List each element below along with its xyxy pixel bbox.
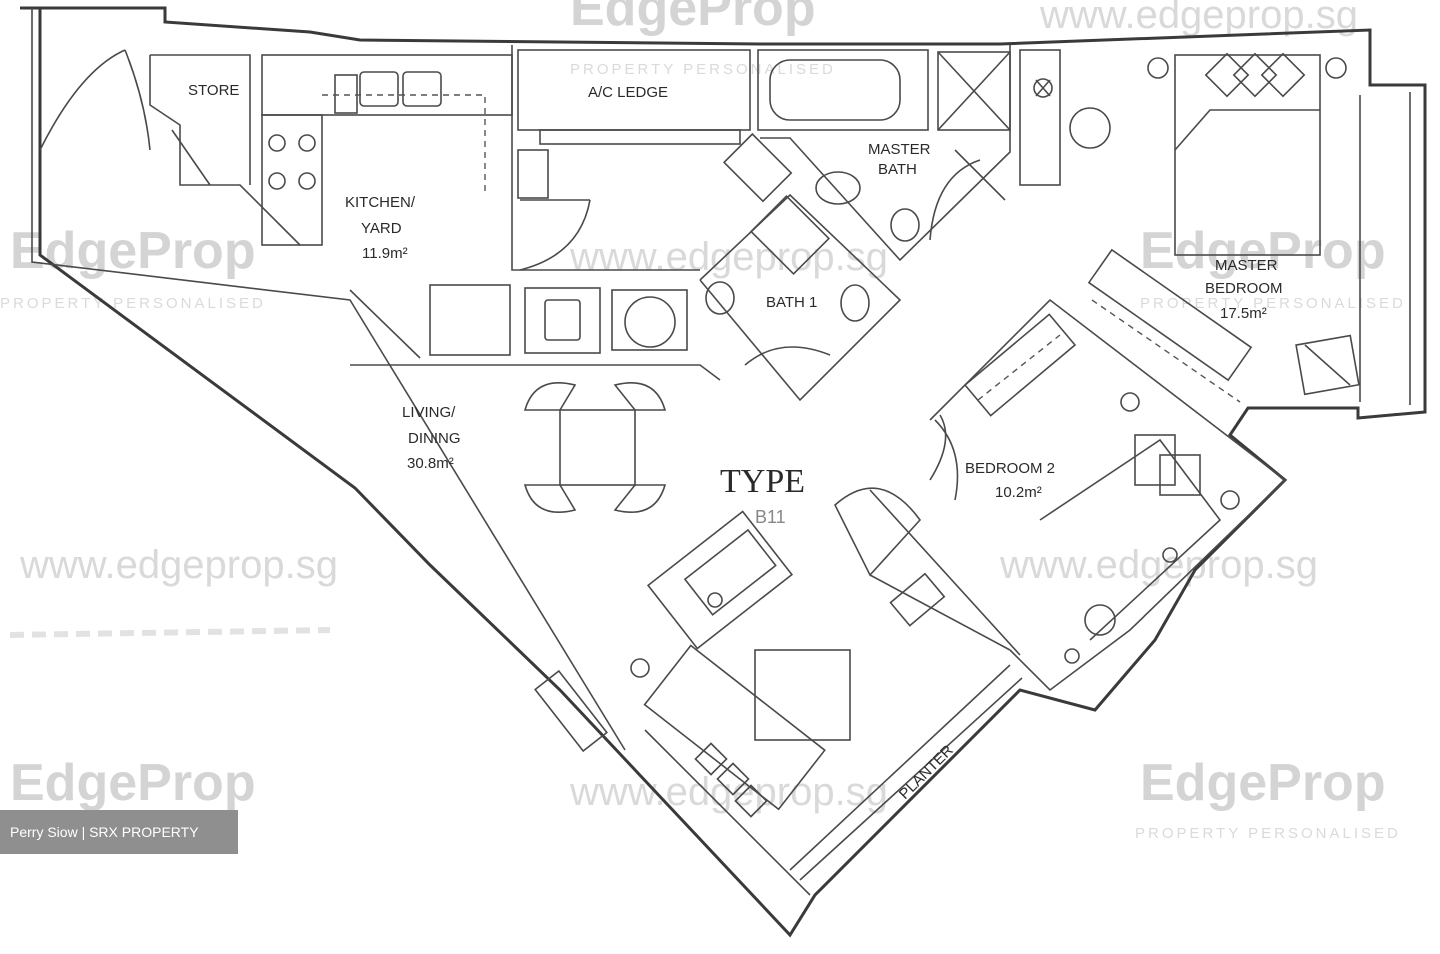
- bed-icon: [1174, 54, 1321, 256]
- watermark-tagline: PROPERTY PERSONALISED: [1140, 295, 1406, 312]
- watermarks: EdgeProp www.edgeprop.sg PROPERTY PERSON…: [0, 0, 1406, 842]
- watermark-brand: EdgeProp: [10, 222, 256, 280]
- watermark-brand: EdgeProp: [570, 0, 816, 37]
- master-bath-label-2: BATH: [878, 161, 917, 178]
- master-bath-label-1: MASTER: [868, 141, 931, 158]
- master-bedroom-label-1: MASTER: [1215, 257, 1278, 274]
- watermark-url: www.edgeprop.sg: [569, 770, 888, 814]
- kitchen-label-2: YARD: [361, 220, 402, 237]
- bedroom2-label: BEDROOM 2: [965, 460, 1055, 477]
- master-bedroom-area: 17.5m²: [1220, 305, 1267, 322]
- watermark-url: www.edgeprop.sg: [999, 543, 1318, 587]
- master-bedroom: MASTER BEDROOM 17.5m²: [1019, 49, 1360, 396]
- bedroom-2: BEDROOM 2 10.2m²: [929, 298, 1287, 692]
- bath-1: BATH 1: [699, 193, 902, 402]
- watermark-brand: EdgeProp: [1140, 222, 1386, 280]
- watermark-brand: EdgeProp: [1140, 754, 1386, 812]
- store-label: STORE: [188, 82, 239, 99]
- dining-table-icon: [559, 409, 636, 486]
- kitchen-area: 11.9m²: [362, 245, 408, 262]
- bedroom2-area: 10.2m²: [995, 484, 1042, 501]
- armchair-icon: [834, 487, 922, 577]
- coffee-table-icon: [754, 649, 851, 741]
- unit-type-code: B11: [755, 507, 786, 527]
- living-dining: LIVING/ DINING 30.8m² PLANTER: [350, 364, 1023, 896]
- kitchen-label-1: KITCHEN/: [345, 194, 416, 211]
- living-label-1: LIVING/: [402, 404, 456, 421]
- faint-scribble: [9, 627, 331, 638]
- sofa-icon: [646, 510, 794, 650]
- credit-banner: Perry Siow | SRX PROPERTY: [0, 810, 238, 854]
- wardrobes: [963, 248, 1253, 417]
- living-label-2: DINING: [408, 430, 461, 447]
- living-area: 30.8m²: [407, 455, 454, 472]
- outer-walls: [20, 6, 1427, 938]
- watermark-url: www.edgeprop.sg: [19, 543, 338, 587]
- cushion-icons: [694, 742, 768, 818]
- bath1-label: BATH 1: [766, 294, 817, 311]
- kitchen-yard: KITCHEN/ YARD 11.9m²: [261, 45, 700, 359]
- watermark-tagline: PROPERTY PERSONALISED: [1135, 825, 1401, 842]
- master-bath: MASTER BATH: [722, 45, 1011, 262]
- stove-icon: [268, 134, 316, 190]
- watermark-tagline: PROPERTY PERSONALISED: [0, 295, 266, 312]
- master-bedroom-label-2: BEDROOM: [1205, 280, 1283, 297]
- watermark-url: www.edgeprop.sg: [569, 235, 888, 279]
- watermark-url: www.edgeprop.sg: [1039, 0, 1358, 37]
- watermark-brand: EdgeProp: [10, 754, 256, 812]
- planter-label: PLANTER: [896, 742, 957, 803]
- unit-type-label: TYPE: [720, 463, 805, 500]
- watermark-tagline: PROPERTY PERSONALISED: [570, 61, 836, 78]
- ac-ledge: A/C LEDGE: [517, 49, 751, 145]
- store-room: STORE: [39, 49, 301, 246]
- ac-ledge-label: A/C LEDGE: [588, 84, 668, 101]
